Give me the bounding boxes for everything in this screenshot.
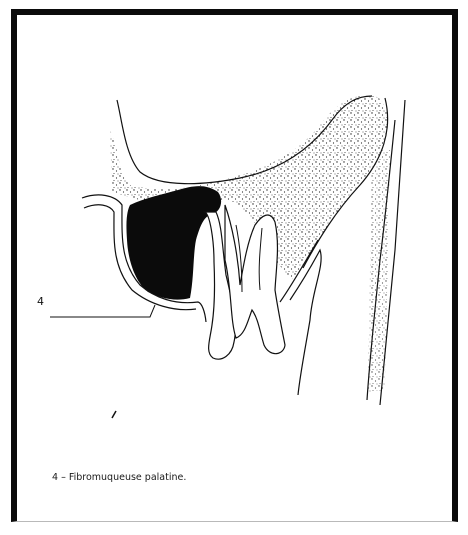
cheek-stipple xyxy=(368,150,390,392)
figure-caption: 4 – Fibromuqueuse palatine. xyxy=(52,472,186,483)
callout-4-label: 4 xyxy=(37,295,44,308)
small-mark xyxy=(112,411,116,418)
callout-4-leader xyxy=(50,305,155,317)
cyst-cavity xyxy=(126,186,221,299)
tooth-right xyxy=(225,205,285,354)
